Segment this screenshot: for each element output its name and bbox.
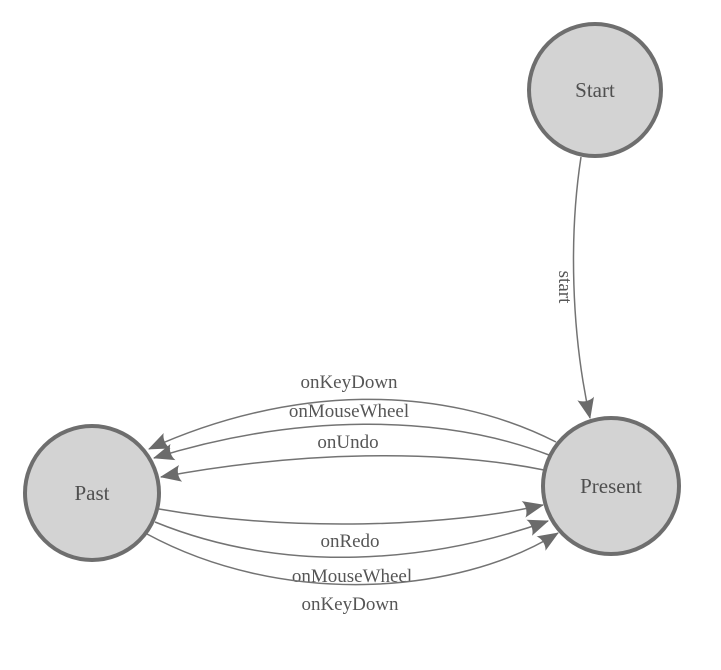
state-circle-past[interactable] [23, 424, 161, 562]
transition-label-present-to-past-onkeydown: onKeyDown [300, 372, 398, 393]
transition-label-present-to-past-onundo: onUndo [317, 432, 378, 453]
state-node-start[interactable]: Start [527, 22, 663, 158]
state-label-past: Past [74, 481, 109, 505]
state-label-present: Present [580, 474, 642, 498]
state-node-past[interactable]: Past [23, 424, 161, 562]
transition-path-present-to-past-onmousewheel[interactable] [153, 423, 550, 461]
transition-path-past-to-present-onkeydown[interactable] [146, 532, 559, 586]
transition-path-start-to-present-start[interactable] [572, 156, 594, 419]
transition-present-to-past-onkeydown: onKeyDown [148, 372, 557, 450]
transition-label-past-to-present-onmousewheel: onMouseWheel [292, 566, 412, 587]
transition-present-to-past-onundo: onUndo [160, 432, 545, 482]
transition-path-present-to-past-onkeydown[interactable] [148, 398, 557, 450]
transition-past-to-present-onmousewheel: onMouseWheel [154, 519, 549, 587]
transition-present-to-past-onmousewheel: onMouseWheel [153, 401, 550, 461]
transition-path-past-to-present-onredo[interactable] [158, 501, 544, 525]
transition-past-to-present-onredo: onRedo [158, 501, 544, 552]
state-node-present[interactable]: Present [541, 416, 681, 556]
transition-past-to-present-onkeydown: onKeyDown [146, 532, 559, 615]
transition-label-start-to-present-start: start [554, 271, 575, 304]
transition-label-past-to-present-onkeydown: onKeyDown [301, 594, 399, 615]
state-circle-start[interactable] [527, 22, 663, 158]
state-label-start: Start [575, 78, 615, 102]
transition-start-to-present-start: start [554, 156, 594, 419]
state-circle-present[interactable] [541, 416, 681, 556]
transition-label-past-to-present-onredo: onRedo [320, 531, 379, 552]
transition-path-past-to-present-onmousewheel[interactable] [154, 519, 549, 559]
transition-label-present-to-past-onmousewheel: onMouseWheel [289, 401, 409, 422]
transition-path-present-to-past-onundo[interactable] [160, 454, 545, 482]
